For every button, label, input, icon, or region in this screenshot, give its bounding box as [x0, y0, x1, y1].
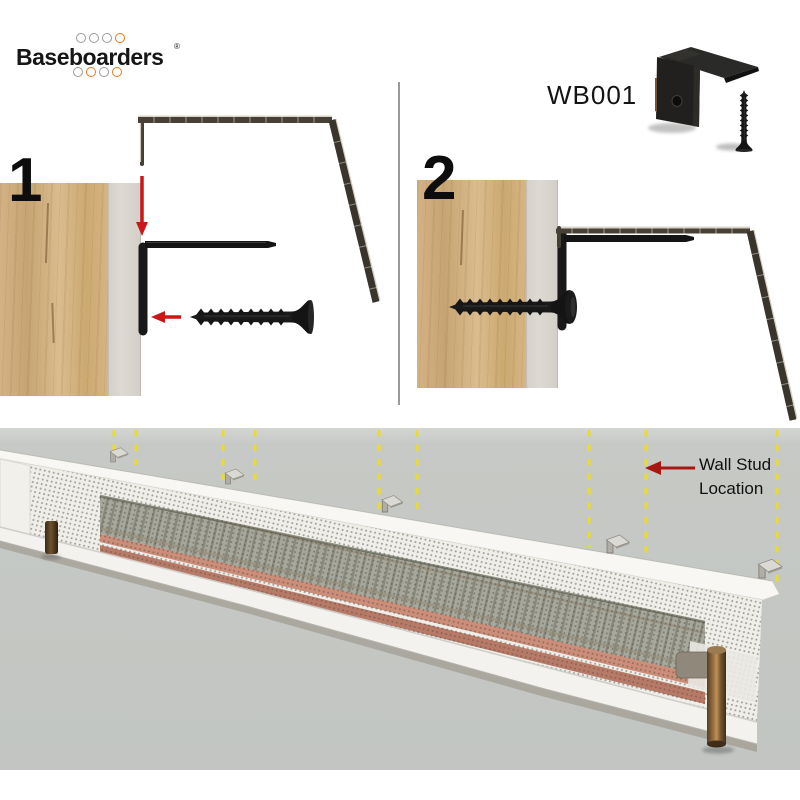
step1-down-arrow-icon — [136, 176, 148, 236]
brand-name: Baseboarders — [16, 44, 164, 70]
copper-pipe-right — [707, 650, 726, 745]
step-divider — [398, 82, 400, 405]
step1-bracket — [138, 241, 276, 336]
logo-dot-icon — [102, 33, 112, 43]
logo-dot-icon — [112, 67, 122, 77]
baseboard-cover-render — [0, 449, 779, 754]
logo-dot-icon — [76, 33, 86, 43]
pipe-fitting — [675, 651, 713, 679]
wall-stud-location-label: Wall Stud Location — [699, 455, 772, 499]
logo-dot-icon — [86, 67, 96, 77]
product-screw-illustration — [716, 89, 753, 153]
logo-dot-icon — [99, 67, 109, 77]
stud-pointer-arrow-icon — [645, 461, 695, 475]
step2-bracket — [557, 229, 694, 331]
step1-cover-profile — [138, 115, 381, 303]
cover-end-cap — [0, 458, 31, 536]
perforation-mesh — [0, 459, 762, 722]
wall-stud-photo-step2 — [417, 180, 526, 388]
product-bracket-illustration — [648, 47, 759, 133]
logo-dot-icon — [115, 33, 125, 43]
stud-location-dashed-lines — [112, 430, 779, 585]
step2-cover-profile — [556, 224, 798, 421]
drywall-edge-step2 — [526, 180, 558, 388]
cover-bottom-rail — [0, 527, 757, 744]
registered-trademark: ® — [174, 42, 180, 51]
wall-stud-photo-step1 — [0, 183, 108, 396]
step-1-number: 1 — [8, 146, 43, 215]
step2-screw — [448, 289, 577, 325]
step1-screw — [189, 299, 315, 335]
drywall-edge-step1 — [108, 183, 141, 396]
cover-top-surface — [0, 450, 779, 600]
product-code: WB001 — [547, 80, 638, 110]
logo-dot-icon — [73, 67, 83, 77]
copper-pipe-left — [45, 521, 58, 554]
step1-left-arrow-icon — [151, 311, 181, 323]
brand-logo: Baseboarders ® — [16, 33, 236, 88]
step-2-number: 2 — [422, 144, 457, 213]
logo-dot-icon — [89, 33, 99, 43]
